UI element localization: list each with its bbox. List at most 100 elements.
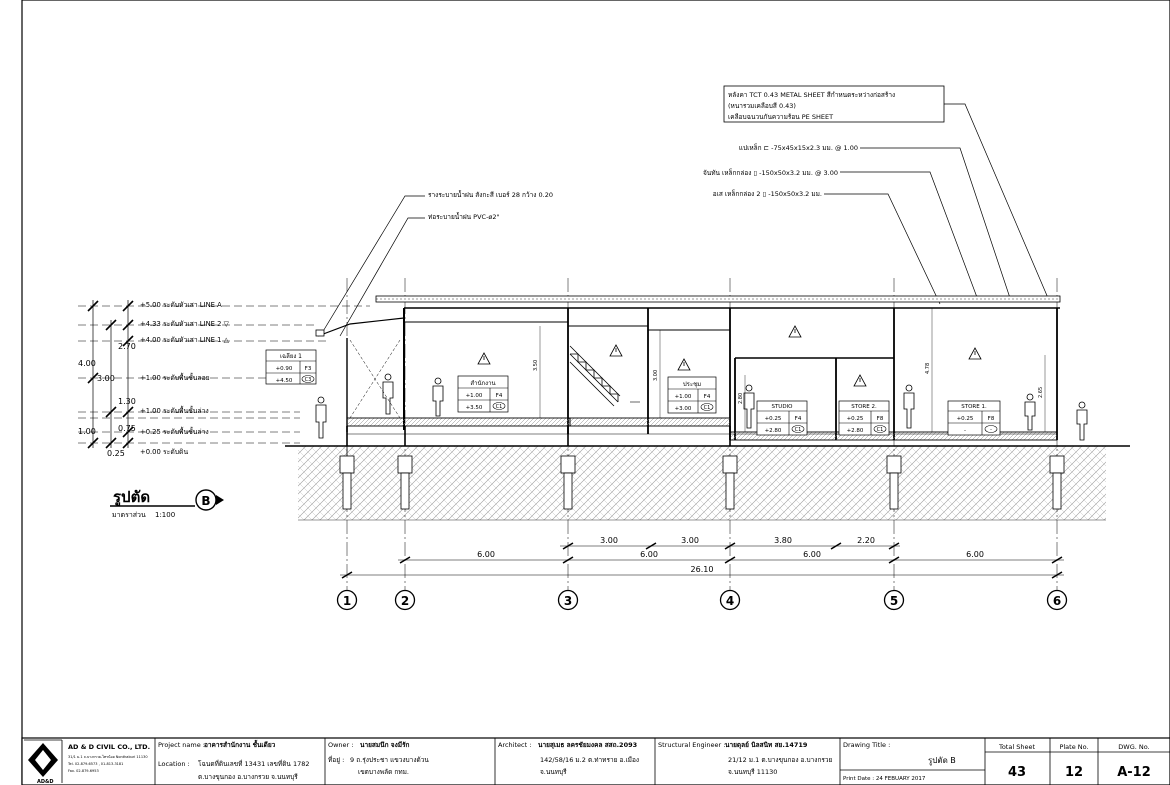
drawing-title: รูปตัด B bbox=[928, 756, 956, 766]
section-marker-label: B bbox=[201, 494, 210, 508]
svg-text:+0.90: +0.90 bbox=[276, 366, 293, 372]
svg-text:+0.25: +0.25 bbox=[765, 416, 782, 422]
person-figure bbox=[432, 377, 444, 417]
canopy bbox=[317, 317, 405, 337]
level-line-a: +5.00 ระดับหัวเสา LINE A bbox=[140, 301, 222, 309]
warning-icons bbox=[477, 325, 982, 387]
dim-row2-a: 6.00 bbox=[477, 550, 495, 559]
scale-figures bbox=[315, 373, 1088, 441]
svg-text:5: 5 bbox=[890, 594, 898, 608]
room-name: STORE 2. bbox=[851, 404, 877, 410]
person-figure bbox=[903, 384, 915, 429]
grid-bubble-2: 2 bbox=[394, 589, 416, 611]
section-scale: 1:100 bbox=[155, 511, 175, 519]
warning-icon bbox=[788, 325, 802, 338]
svg-text:F8: F8 bbox=[877, 416, 884, 422]
svg-text:31/1 ม.1 ถ.บางกรวย-ไทรน้อย Non: 31/1 ม.1 ถ.บางกรวย-ไทรน้อย Nonthaburi 11… bbox=[68, 754, 148, 759]
grid-bubbles: 1 2 3 4 5 6 bbox=[336, 589, 1068, 611]
svg-text:+1.00: +1.00 bbox=[466, 393, 483, 399]
person-figure bbox=[1024, 393, 1036, 431]
left-dimensions bbox=[87, 300, 134, 449]
room-name: สำนักงาน bbox=[470, 380, 495, 387]
svg-text:+3.50: +3.50 bbox=[466, 405, 483, 411]
room-tag-store-1: STORE 1. +0.25 F8 - - bbox=[947, 400, 1001, 436]
grid-bubble-5: 5 bbox=[883, 589, 905, 611]
svg-text:+4.50: +4.50 bbox=[276, 378, 293, 384]
inner-dim-labels: 3.50 3.00 2.80 4.78 2.65 bbox=[533, 360, 1044, 404]
svg-text:+0.25: +0.25 bbox=[847, 416, 864, 422]
section-title: รูปตัด มาตราส่วน 1:100 B bbox=[110, 488, 224, 519]
room-name: ประชุม bbox=[683, 381, 701, 388]
footing-3 bbox=[560, 455, 576, 510]
svg-text:4: 4 bbox=[726, 594, 734, 608]
person-figure bbox=[382, 373, 394, 415]
person-figure bbox=[1076, 401, 1088, 441]
footing-6 bbox=[1049, 455, 1065, 510]
svg-text:142/58/16 ม.2 ต.ท่าทราย อ.เมือ: 142/58/16 ม.2 ต.ท่าทราย อ.เมือง bbox=[540, 756, 639, 764]
roof-note-line3: เคลือบฉนวนกันความร้อน PE SHEET bbox=[728, 113, 833, 121]
roof-note-box bbox=[723, 85, 945, 123]
dim-0-75: 0.75 bbox=[118, 424, 136, 433]
grid-bubble-4: 4 bbox=[719, 589, 741, 611]
room-name: เฉลียง 1 bbox=[280, 352, 302, 360]
total-sheet-label: Total Sheet bbox=[998, 743, 1035, 751]
level-ground-2: +0.25 ระดับพื้นชั้นล่าง bbox=[140, 426, 209, 436]
owner-name: นายสมนึก จงมีรัก bbox=[360, 741, 410, 749]
dim-row2-c: 6.00 bbox=[803, 550, 821, 559]
warning-icon bbox=[853, 374, 867, 387]
inner-dim-4-78: 4.78 bbox=[925, 363, 931, 374]
warning-icon bbox=[609, 344, 623, 357]
grid-bubble-6: 6 bbox=[1046, 589, 1068, 611]
warning-icon bbox=[477, 352, 491, 365]
inner-dim-2-65: 2.65 bbox=[1038, 387, 1044, 398]
level-mezzanine: +1.00 ระดับพื้นชั้นลอย bbox=[140, 372, 210, 382]
structural-name: นายดุลย์ นิลสนิท สย.14719 bbox=[725, 741, 808, 749]
dim-row1-d: 2.20 bbox=[857, 536, 875, 545]
dim-row2-b: 6.00 bbox=[640, 550, 658, 559]
footing-5 bbox=[886, 455, 902, 510]
dim-1-00: 1.00 bbox=[78, 427, 96, 436]
svg-text:โฉนดที่ดินเลขที่ 13431 เลขที่ด: โฉนดที่ดินเลขที่ 13431 เลขที่ดิน 1782 bbox=[198, 759, 309, 768]
project-label: Project name : bbox=[158, 741, 205, 749]
dim-2-70: 2.70 bbox=[118, 342, 136, 351]
dwg-label: DWG. No. bbox=[1118, 743, 1149, 751]
inner-dim-3-50: 3.50 bbox=[533, 360, 539, 371]
dim-row1-b: 3.00 bbox=[681, 536, 699, 545]
plate-label: Plate No. bbox=[1059, 743, 1088, 751]
level-ground-1: +1.00 ระดับพื้นชั้นล่าง bbox=[140, 405, 209, 415]
warning-icon bbox=[677, 358, 691, 371]
building-section bbox=[315, 295, 1061, 446]
company-logo-icon: AD&D bbox=[28, 743, 58, 785]
dim-4-00: 4.00 bbox=[78, 359, 96, 368]
svg-text:C1: C1 bbox=[704, 405, 711, 411]
svg-text:Fax. 02-879-6953: Fax. 02-879-6953 bbox=[68, 769, 99, 773]
svg-text:-: - bbox=[990, 427, 992, 433]
level-line-1: +4.00 ระดับหัวเสา LINE 1 △ bbox=[140, 336, 230, 344]
svg-text:จ.นนทบุรี 11130: จ.นนทบุรี 11130 bbox=[728, 768, 777, 776]
pipe-note: ท่อระบายน้ำฝน PVC-ø2" bbox=[428, 212, 500, 221]
stair bbox=[569, 345, 621, 407]
grid-bubble-1: 1 bbox=[336, 589, 358, 611]
room-tag-veranda: เฉลียง 1 +0.90 F3 +4.50 C3 bbox=[265, 349, 317, 385]
svg-text:F3: F3 bbox=[305, 366, 312, 372]
svg-text:+2.80: +2.80 bbox=[765, 428, 782, 434]
dim-3-00: 3.00 bbox=[97, 374, 115, 383]
room-tag-meeting: ประชุม +1.00 F4 +3.00 C1 bbox=[667, 376, 717, 414]
soil-mass bbox=[285, 445, 1130, 521]
svg-text:C3: C3 bbox=[305, 377, 312, 383]
section-title-text: รูปตัด bbox=[113, 488, 150, 507]
footing-1 bbox=[339, 446, 355, 510]
drawing-title-label: Drawing Title : bbox=[843, 741, 890, 749]
purlin-note: แปเหล็ก ⊏ -75x45x15x2.3 มม. @ 1.00 bbox=[739, 143, 858, 152]
svg-text:C1: C1 bbox=[877, 427, 884, 433]
print-date: Print Date : 24 FEBUARY 2017 bbox=[843, 776, 926, 782]
svg-text:3: 3 bbox=[564, 594, 572, 608]
structural-label: Structural Engineer : bbox=[658, 741, 725, 749]
level-soil: +0.00 ระดับดิน bbox=[140, 448, 188, 456]
svg-text:+0.25: +0.25 bbox=[957, 416, 974, 422]
room-tag-store-2: STORE 2. +0.25 F8 +2.80 C1 bbox=[838, 400, 890, 436]
svg-text:+1.00: +1.00 bbox=[675, 394, 692, 400]
footings bbox=[339, 446, 1065, 510]
svg-text:เขตบางพลัด กทม.: เขตบางพลัด กทม. bbox=[358, 768, 409, 776]
